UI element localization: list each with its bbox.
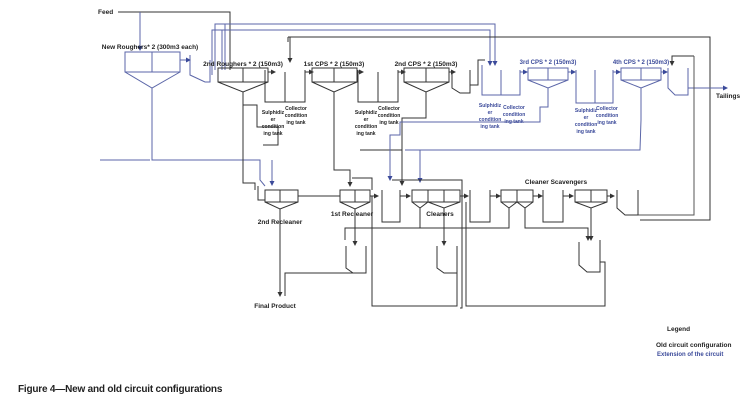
new-roughers-cell [124, 51, 266, 187]
second-cps-cell [403, 67, 471, 94]
first-recleaner-label: 1st Recleaner [331, 211, 374, 218]
second-recleaner-cell [257, 186, 340, 297]
svg-text:er: er [271, 117, 276, 123]
concentrate-lines [100, 88, 642, 190]
svg-text:ing tank: ing tank [286, 120, 305, 126]
first-cps-label: 1st CPS * 2 (150m3) [304, 61, 365, 68]
svg-text:ing tank: ing tank [480, 124, 499, 130]
legend-extension: Extension of the circuit [657, 352, 723, 358]
svg-text:er: er [364, 117, 369, 123]
svg-text:Collector: Collector [596, 106, 618, 112]
sulphidizer-label-1: Sulphidiz er condition ing tank [262, 110, 285, 137]
collector-label-1: Collector condition ing tank [285, 106, 308, 126]
svg-text:condition: condition [285, 113, 308, 119]
svg-text:condition: condition [479, 117, 502, 123]
conditioning-tanks-3 [481, 65, 528, 96]
first-cps-cell [311, 67, 364, 93]
feed-label: Feed [98, 9, 113, 16]
second-roughers-cell [217, 67, 276, 93]
svg-text:condition: condition [596, 113, 619, 119]
tailings-label: Tailings [716, 93, 740, 100]
new-roughers-label: New Roughers* 2 (300m3 each) [102, 44, 198, 51]
feed-line [118, 11, 231, 70]
second-roughers-label: 2nd Roughers * 2 (150m3) [203, 61, 283, 68]
first-recleaner-cell [339, 177, 379, 246]
sulphidizer-label-3: Sulphidiz er condition ing tank [479, 103, 502, 130]
figure-caption: Figure 4—New and old circuit configurati… [18, 384, 223, 395]
svg-text:ing tank: ing tank [379, 120, 398, 126]
legend: Legend Old circuit configuration Extensi… [656, 326, 732, 358]
sulphidizer-label-4: Sulphidiz er condition ing tank [575, 108, 598, 135]
cleaner-scavengers-cells [400, 189, 639, 241]
collector-label-4: Collector condition ing tank [596, 106, 619, 126]
svg-text:Collector: Collector [378, 106, 400, 112]
conditioning-tanks-2 [357, 69, 406, 103]
conditioning-tanks-1 [264, 69, 314, 103]
third-cps-label: 3rd CPS * 2 (150m3) [520, 60, 577, 66]
svg-text:er: er [584, 115, 589, 121]
intermediate-tank [381, 190, 401, 223]
svg-text:Sulphidiz: Sulphidiz [262, 110, 285, 116]
fourth-cps-label: 4th CPS * 2 (150m3) [613, 60, 669, 66]
svg-text:ing tank: ing tank [597, 120, 616, 126]
legend-old-circuit: Old circuit configuration [656, 342, 732, 349]
pump-boxes [284, 196, 606, 307]
cleaners-cell [344, 179, 469, 309]
cleaner-scavengers-label: Cleaner Scavengers [525, 179, 588, 186]
conditioning-tanks-4 [575, 69, 621, 104]
final-product-label: Final Product [254, 303, 296, 310]
fourth-cps-cell [620, 67, 728, 96]
second-cps-label: 2nd CPS * 2 (150m3) [395, 61, 458, 68]
svg-text:Sulphidiz: Sulphidiz [575, 108, 598, 114]
third-cps-cell [527, 67, 576, 89]
svg-text:ing tank: ing tank [576, 129, 595, 135]
svg-text:ing tank: ing tank [356, 131, 375, 137]
svg-text:ing tank: ing tank [263, 131, 282, 137]
svg-text:Sulphidiz: Sulphidiz [355, 110, 378, 116]
svg-text:Sulphidiz: Sulphidiz [479, 103, 502, 109]
svg-text:er: er [488, 110, 493, 116]
collector-label-2: Collector condition ing tank [378, 106, 401, 126]
svg-text:condition: condition [503, 112, 526, 118]
extension-top-lines [211, 23, 498, 75]
svg-text:condition: condition [355, 124, 378, 130]
svg-text:Collector: Collector [503, 105, 525, 111]
legend-title: Legend [667, 326, 690, 333]
cleaners-label: Cleaners [426, 211, 454, 218]
svg-text:Collector: Collector [285, 106, 307, 112]
sulphidizer-label-2: Sulphidiz er condition ing tank [355, 110, 378, 137]
svg-text:condition: condition [378, 113, 401, 119]
svg-text:condition: condition [575, 122, 598, 128]
top-return-line [287, 36, 711, 221]
second-recleaner-label: 2nd Recleaner [258, 219, 303, 226]
